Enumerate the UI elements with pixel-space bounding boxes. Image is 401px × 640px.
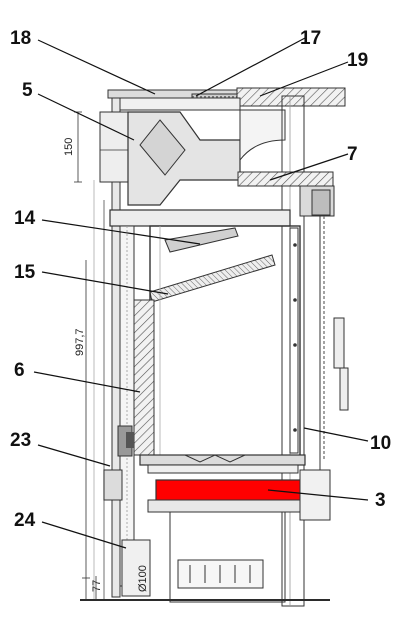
dimension-lines	[74, 111, 97, 600]
callout-7: 7	[347, 144, 358, 165]
flue-connector	[99, 109, 286, 206]
callout-6: 6	[14, 360, 25, 381]
callout-18: 18	[10, 28, 31, 49]
door-handle	[333, 317, 349, 411]
back-liner	[133, 299, 155, 456]
callout-19: 19	[347, 50, 368, 71]
callout-3: 3	[375, 490, 386, 511]
dimension-997: 997,7	[74, 328, 86, 356]
rear-air-channel	[119, 225, 135, 587]
callout-10: 10	[370, 433, 391, 454]
dimension-150: 150	[63, 138, 75, 156]
callout-23: 23	[10, 430, 31, 451]
callout-5: 5	[22, 80, 33, 101]
baffle-plate	[109, 209, 291, 253]
combustion-chamber	[149, 225, 301, 457]
dimension-77: 77	[91, 580, 103, 592]
callout-14: 14	[14, 208, 36, 229]
air-regulator	[103, 425, 134, 501]
vermiculite-baffle	[149, 254, 276, 303]
lower-housing	[147, 469, 331, 603]
callout-17: 17	[300, 28, 321, 49]
leader-lines	[33, 37, 369, 549]
grate-assembly	[139, 454, 306, 474]
callout-24: 24	[14, 510, 36, 531]
door-frame	[299, 185, 335, 477]
air-intake-pipe	[121, 539, 151, 597]
top-cover-assembly	[107, 87, 346, 111]
callout-15: 15	[14, 262, 36, 283]
dimension-pipe-diameter: Ø100	[137, 565, 149, 592]
deflector-plate-top	[237, 171, 334, 187]
